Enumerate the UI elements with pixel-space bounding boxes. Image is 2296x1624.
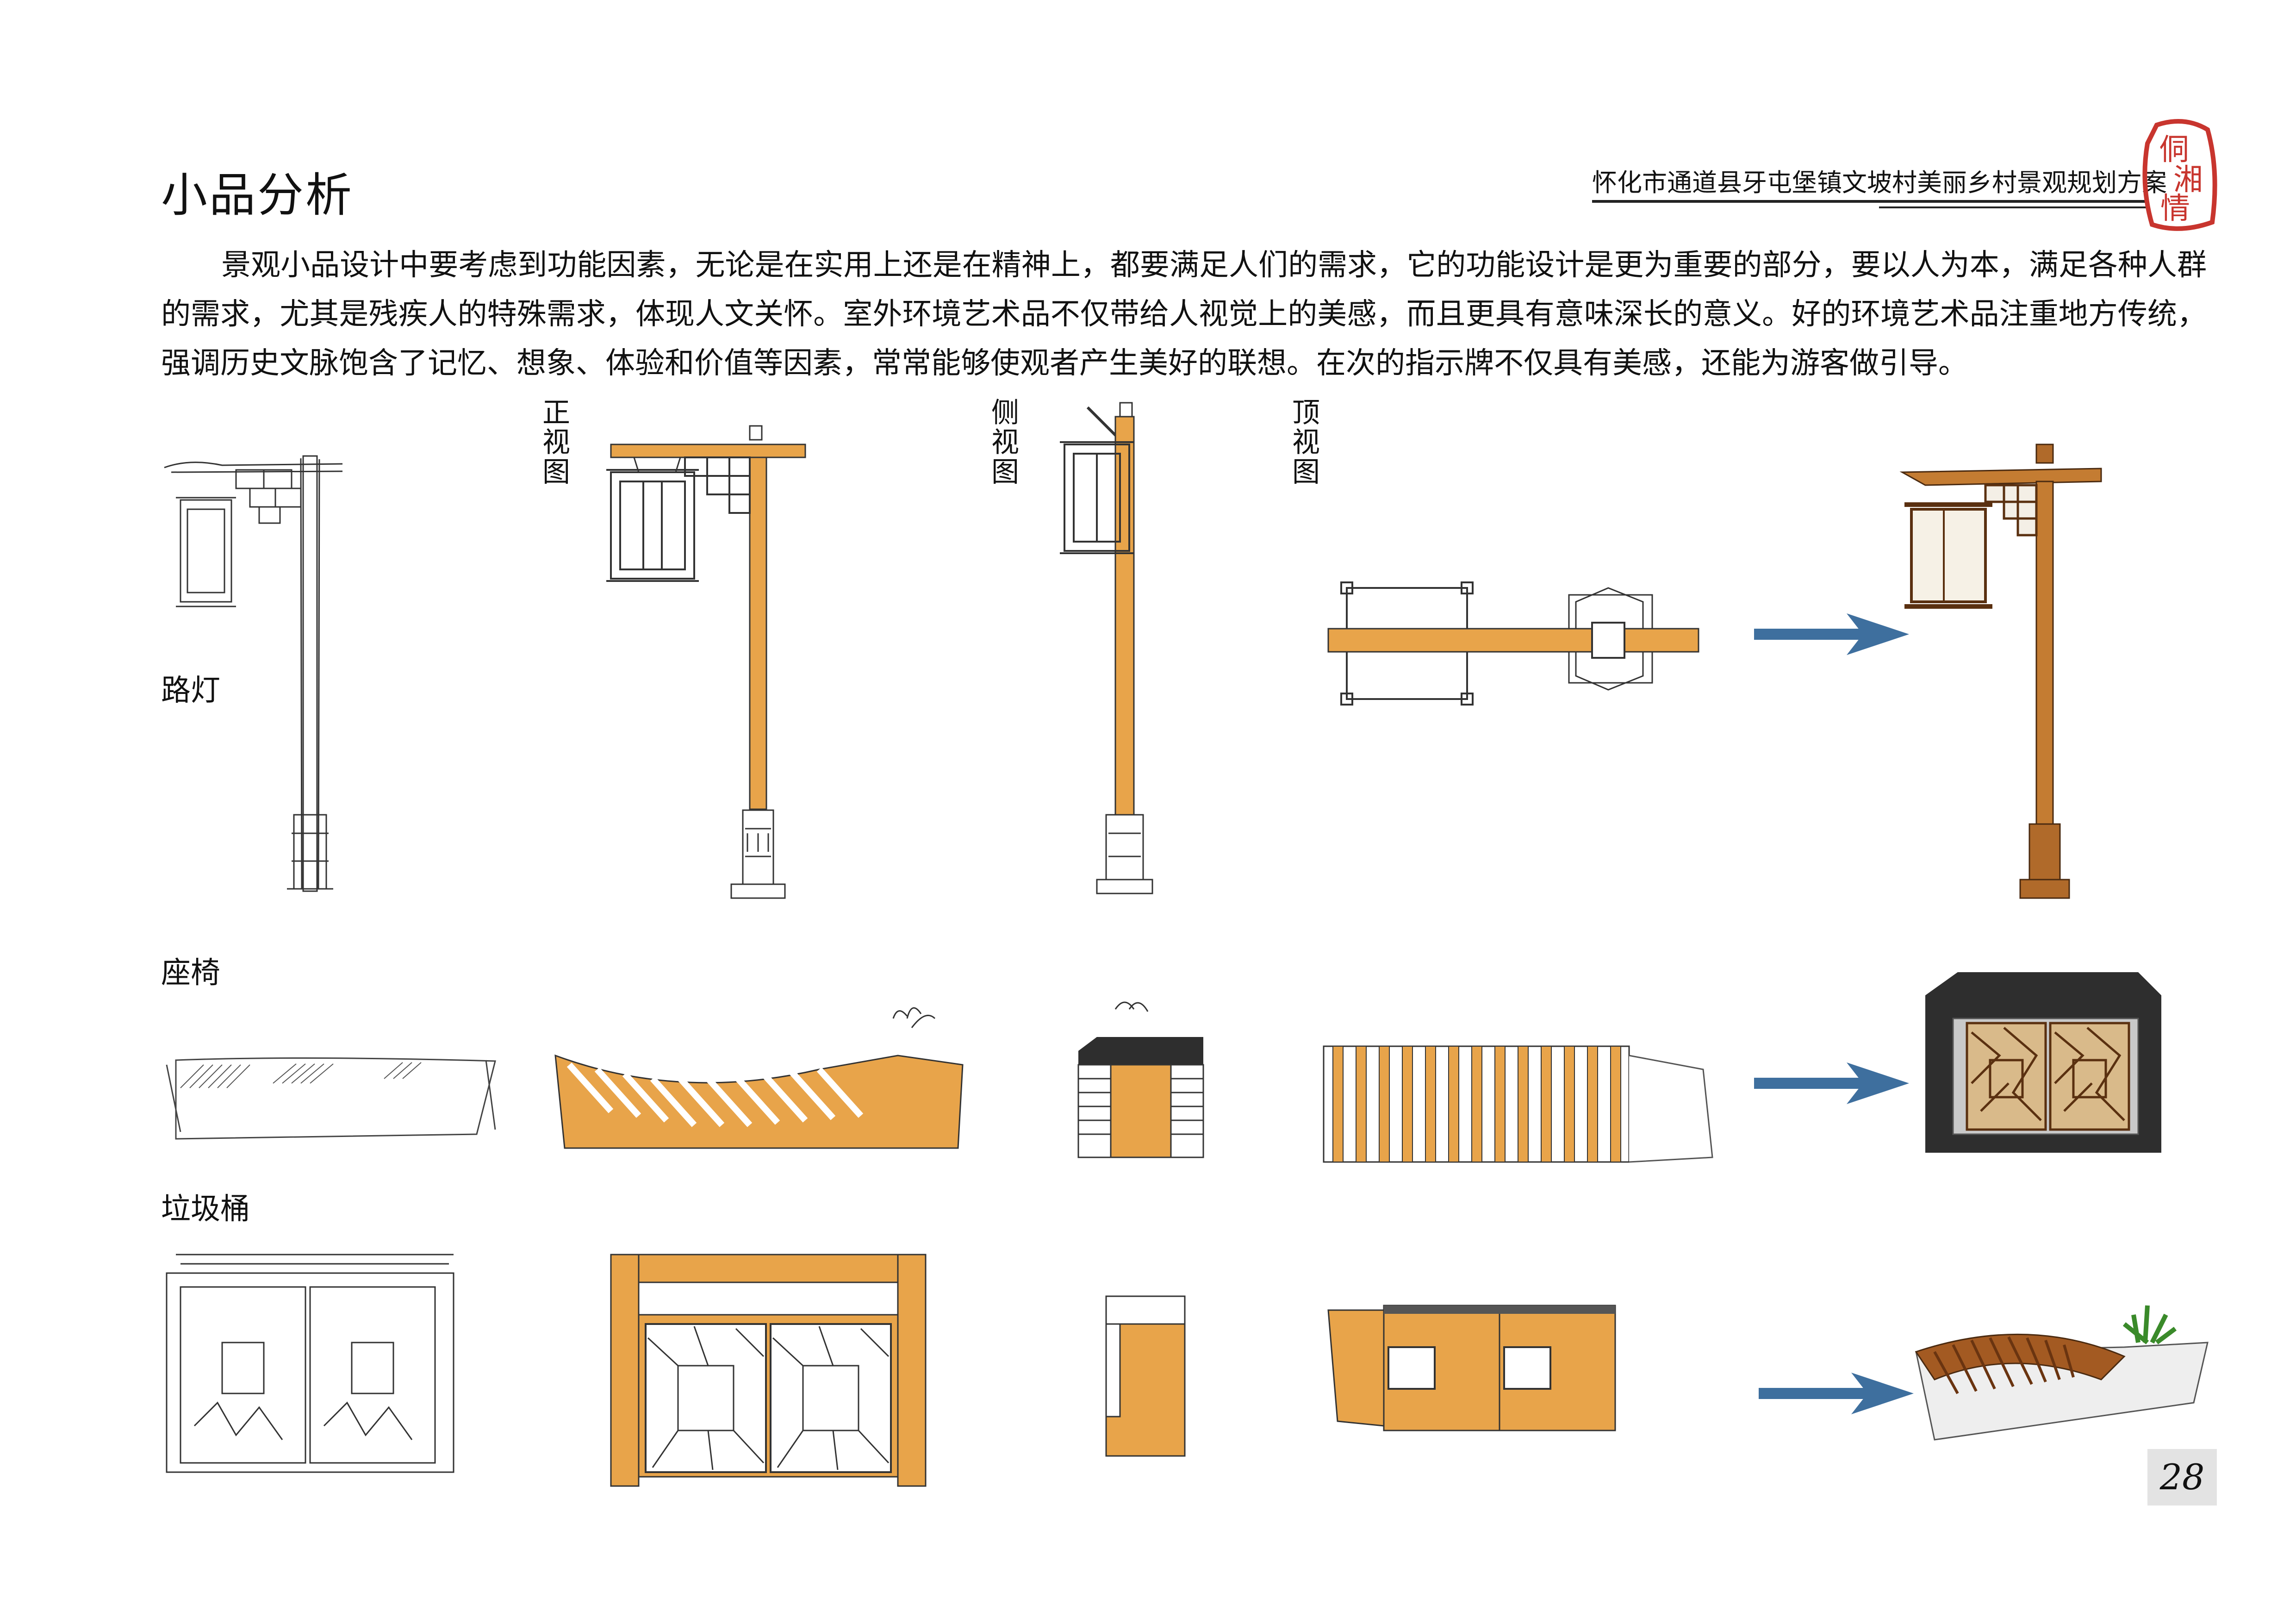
- arrow-icon: [1754, 613, 1909, 655]
- trash-bin-sketch: [166, 1254, 454, 1473]
- title-divider-short: [1879, 206, 2147, 208]
- bench-top-view: [1323, 1045, 1713, 1163]
- intro-paragraph: 景观小品设计中要考虑到功能因素，无论是在实用上还是在精神上，都要满足人们的需求，…: [161, 248, 2207, 381]
- trash-bin-top-view: [1327, 1305, 1616, 1431]
- lamp-side-view: [1060, 402, 1153, 894]
- bench-sketch: [166, 1057, 496, 1140]
- section-label-street-lamp: 路灯: [161, 674, 220, 708]
- seal-char-1: 侗: [2159, 133, 2189, 167]
- seal-char-3: 情: [2160, 192, 2190, 226]
- bench-render: [1915, 1305, 2209, 1441]
- page-title: 小品分析: [161, 168, 354, 222]
- trash-bin-render: [1925, 972, 2161, 1153]
- top-view-label: 顶视图: [1292, 397, 1320, 488]
- bench-side: [1077, 1001, 1204, 1158]
- lamp-front-view: [606, 425, 806, 899]
- side-view-label: 侧视图: [991, 397, 1019, 488]
- project-title: 怀化市通道县牙屯堡镇文坡村美丽乡村景观规划方案: [1592, 168, 2167, 197]
- arrow-icon: [1754, 1062, 1909, 1104]
- lamp-render: [1899, 443, 2102, 899]
- title-divider: [1592, 200, 2147, 203]
- front-view-label: 正视图: [542, 397, 570, 488]
- trash-bin-side-view: [1105, 1295, 1186, 1457]
- arrow-icon: [1759, 1373, 1914, 1414]
- trash-bin-front-view: [610, 1254, 927, 1487]
- lamp-top-view: [1327, 581, 1699, 706]
- seal-char-2: 湘: [2173, 163, 2203, 197]
- lamp-sketch: [164, 455, 343, 892]
- page-number: 28: [2147, 1449, 2217, 1505]
- section-label-trash-bin: 垃圾桶: [161, 1192, 250, 1226]
- section-label-bench: 座椅: [161, 956, 220, 990]
- bench-elevation: [554, 1007, 964, 1149]
- seal-logo: 侗 湘 情: [2142, 119, 2217, 231]
